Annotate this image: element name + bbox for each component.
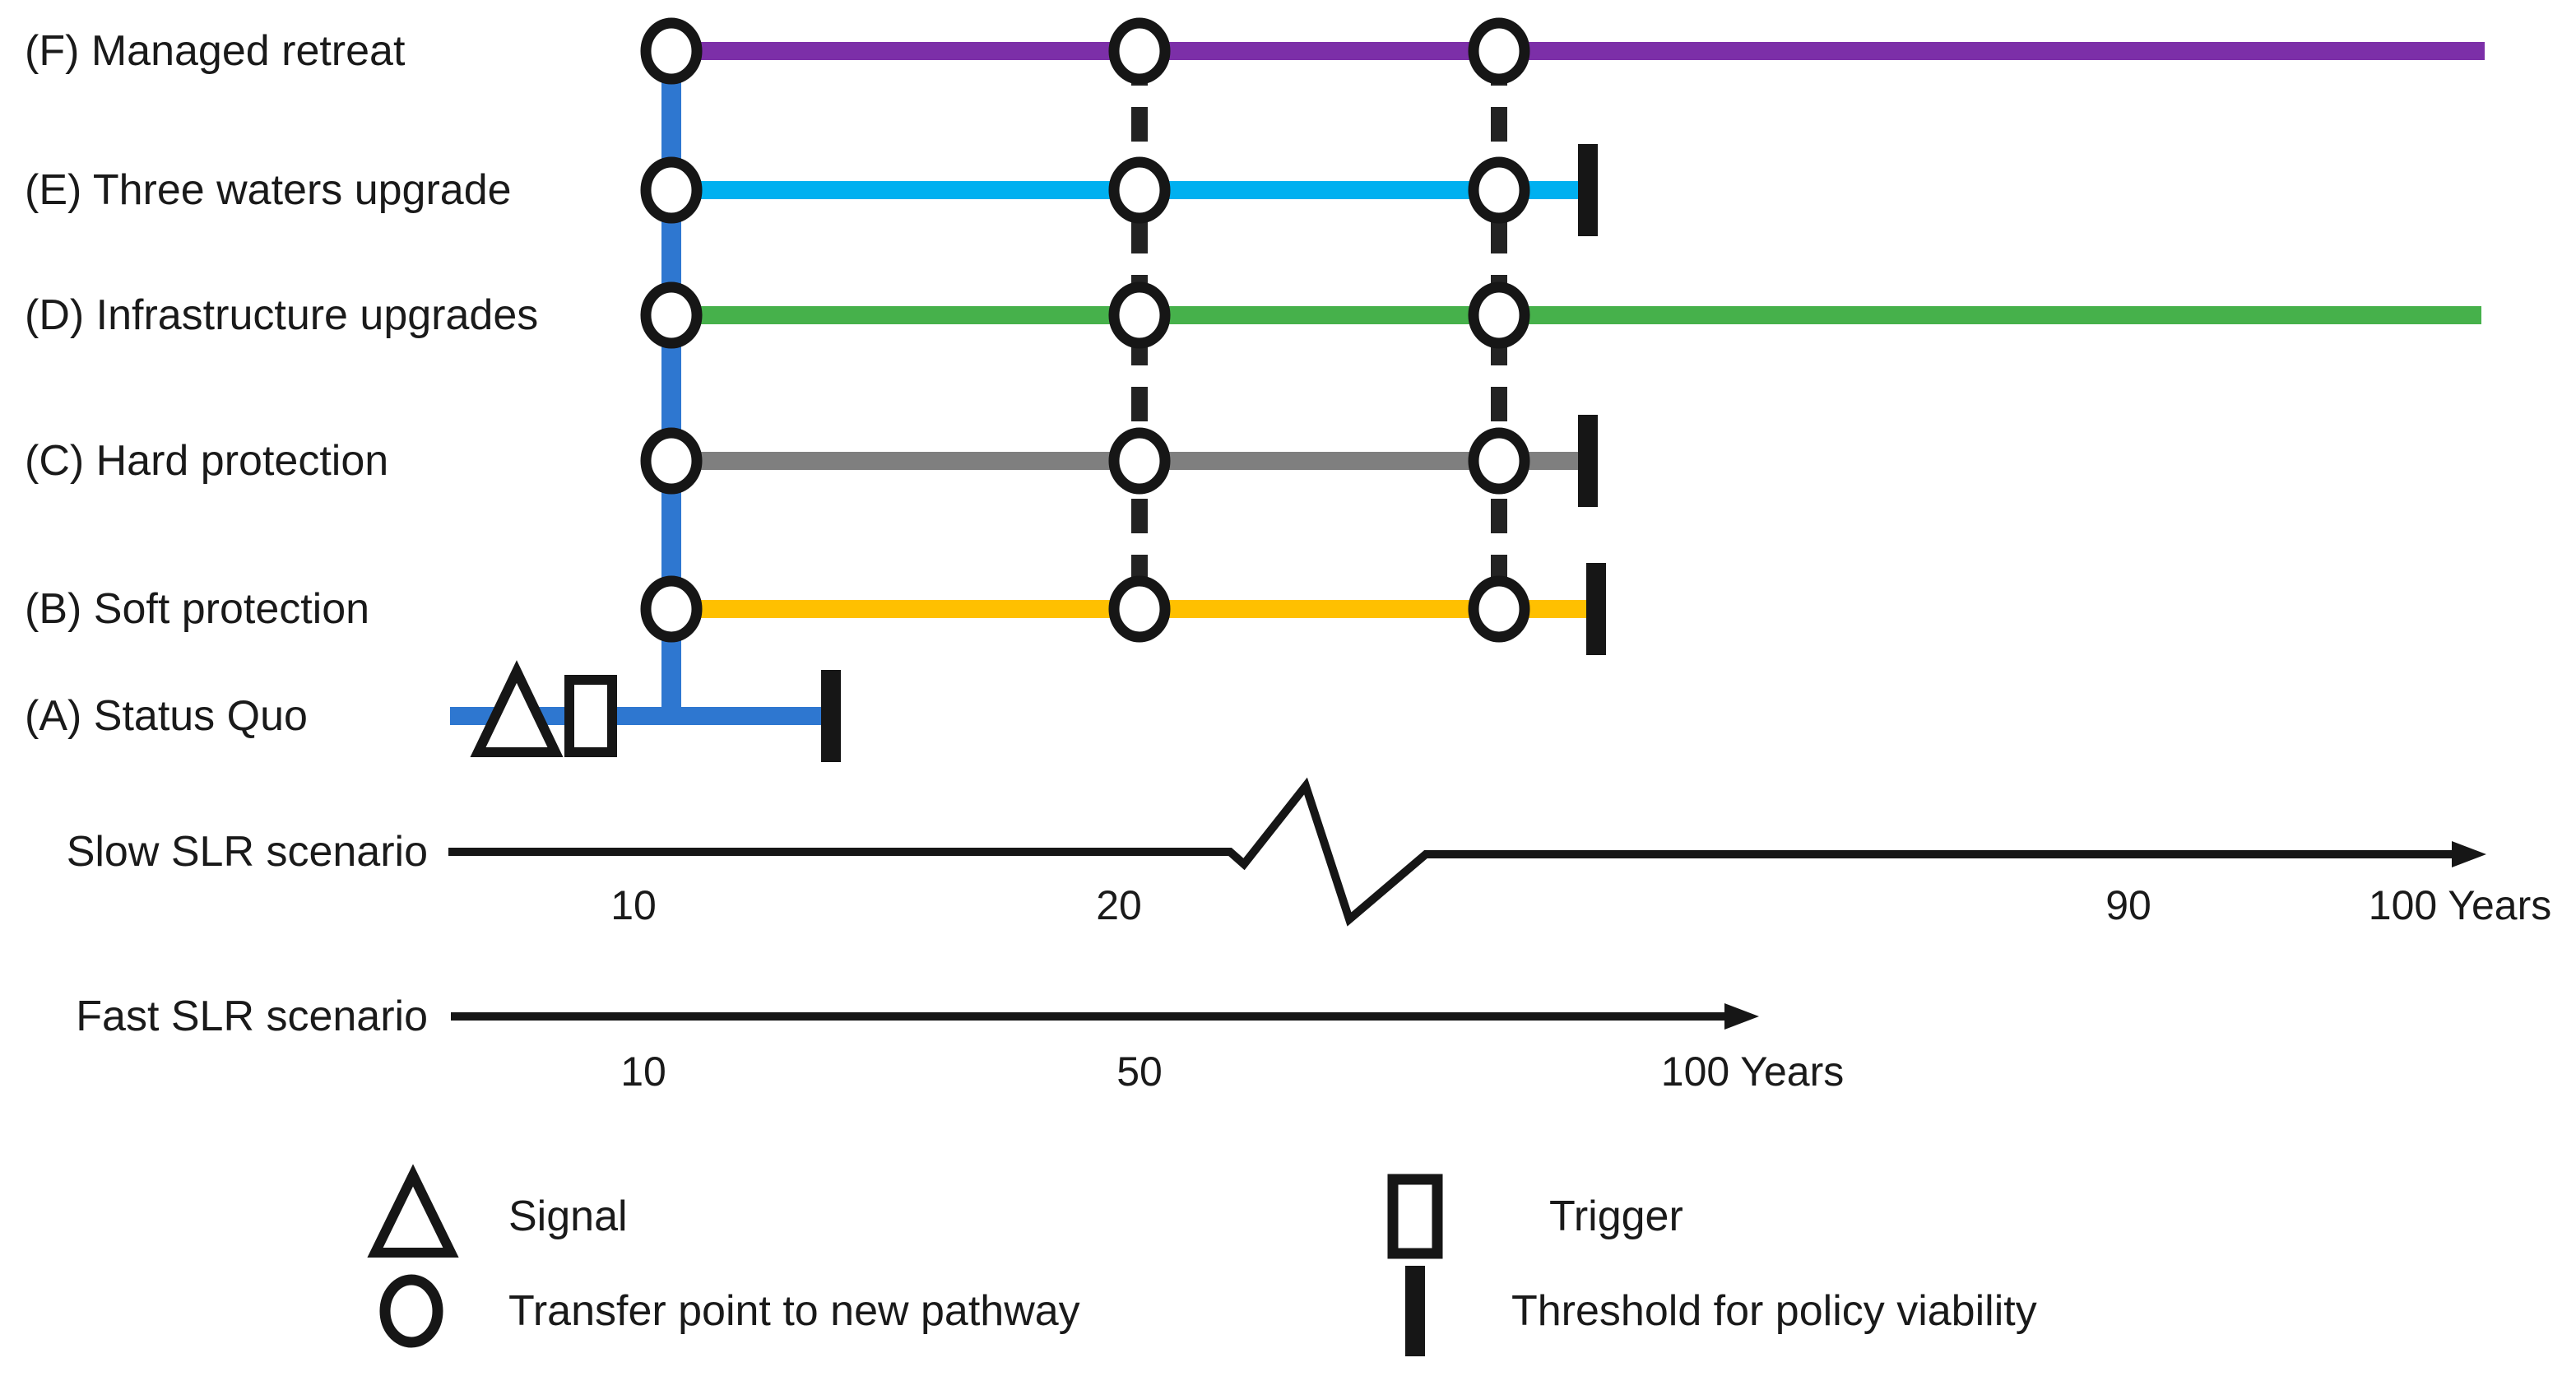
fast-axis-tick-2: 100 Years bbox=[1661, 1049, 1844, 1095]
transfer-point-col3-F bbox=[1468, 17, 1530, 85]
signal-triangle-icon bbox=[470, 660, 564, 757]
pathway-label-E: (E) Three waters upgrade bbox=[25, 166, 512, 214]
slow-axis-label: Slow SLR scenario bbox=[67, 828, 428, 876]
transfer-point-col2-B bbox=[1108, 575, 1171, 643]
fast-axis-tick-0: 10 bbox=[620, 1049, 666, 1095]
fast-axis-arrowhead-icon bbox=[1724, 1003, 1759, 1030]
slow-axis-tick-2: 90 bbox=[2105, 882, 2151, 928]
transfer-point-col3-B bbox=[1468, 575, 1530, 643]
legend-signal-triangle-icon bbox=[367, 1164, 459, 1258]
transfer-point-col3-D bbox=[1468, 281, 1530, 349]
slow-axis-tick-1: 20 bbox=[1096, 882, 1142, 928]
transfer-point-col3-C bbox=[1468, 427, 1530, 495]
transfer-point-col1-D bbox=[640, 281, 703, 349]
trigger-square-icon bbox=[564, 675, 617, 757]
pathway-label-D: (D) Infrastructure upgrades bbox=[25, 291, 538, 339]
fast-axis-label: Fast SLR scenario bbox=[76, 993, 428, 1040]
pathway-label-A: (A) Status Quo bbox=[25, 692, 308, 740]
threshold-bar-E bbox=[1578, 144, 1598, 236]
transfer-point-col1-E bbox=[640, 156, 703, 224]
transfer-point-col3-E bbox=[1468, 156, 1530, 224]
legend-transfer-point-circle-icon bbox=[379, 1274, 443, 1348]
pathway-label-B: (B) Soft protection bbox=[25, 585, 369, 633]
pathway-label-C: (C) Hard protection bbox=[25, 437, 388, 485]
legend-label-triangle: Signal bbox=[508, 1193, 628, 1240]
legend-trigger-square-icon bbox=[1387, 1174, 1443, 1259]
threshold-bar-C bbox=[1578, 415, 1598, 507]
threshold-bar-B bbox=[1586, 563, 1606, 655]
legend-label-bar: Threshold for policy viability bbox=[1511, 1287, 2037, 1335]
transfer-point-col1-C bbox=[640, 427, 703, 495]
slow-axis-tick-3: 100 Years bbox=[2369, 882, 2551, 928]
threshold-bar-A bbox=[821, 670, 841, 762]
transfer-point-col1-F bbox=[640, 17, 703, 85]
legend-threshold-bar-icon bbox=[1405, 1266, 1425, 1356]
slow-axis-arrowhead-icon bbox=[2452, 841, 2486, 867]
slow-axis-tick-0: 10 bbox=[610, 882, 657, 928]
transfer-point-col2-E bbox=[1108, 156, 1171, 224]
fast-axis-tick-1: 50 bbox=[1116, 1049, 1163, 1095]
slow-slr-axis-line bbox=[448, 777, 2458, 927]
transfer-point-col1-B bbox=[640, 575, 703, 643]
pathway-label-F: (F) Managed retreat bbox=[25, 27, 406, 75]
legend-label-circle: Transfer point to new pathway bbox=[508, 1287, 1080, 1335]
legend-label-square: Trigger bbox=[1549, 1193, 1683, 1240]
transfer-point-col2-F bbox=[1108, 17, 1171, 85]
transfer-point-col2-C bbox=[1108, 427, 1171, 495]
transfer-point-col2-D bbox=[1108, 281, 1171, 349]
